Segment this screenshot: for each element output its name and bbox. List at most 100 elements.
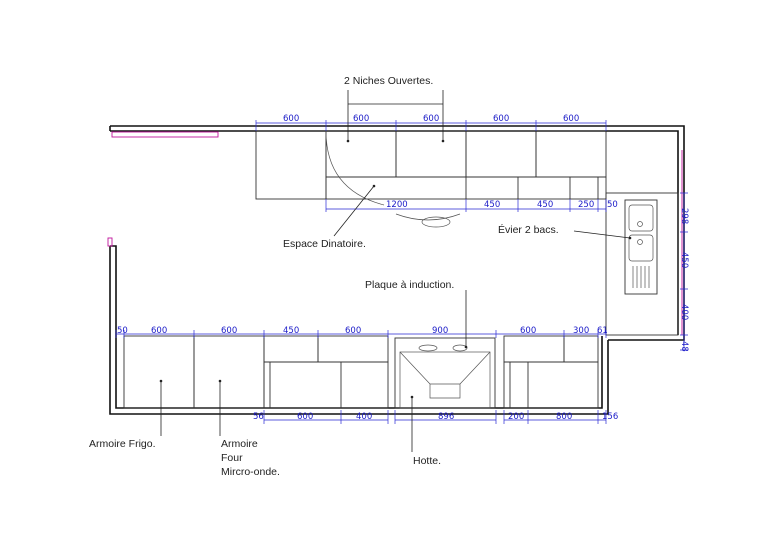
dim-top-upper-1: 600 bbox=[283, 114, 299, 124]
leader-evier-dot bbox=[628, 236, 632, 240]
label-armoire-four-line1: Armoire bbox=[221, 438, 258, 450]
dim-bottom-lower-4: 896 bbox=[438, 412, 454, 422]
dim-bottom-upper-7: 600 bbox=[520, 326, 536, 336]
dimension-text: 600 600 600 600 600 1200 450 450 250 50 … bbox=[117, 114, 689, 422]
dim-top-lower-1: 1200 bbox=[386, 200, 408, 210]
leader-plaque-dot bbox=[464, 345, 468, 349]
armoire-four-cabinet bbox=[193, 335, 265, 409]
cabinet-top-1 bbox=[255, 130, 327, 200]
dining-seat bbox=[421, 216, 451, 228]
sink-bowl-1 bbox=[628, 204, 654, 232]
top-cabinets bbox=[255, 130, 607, 228]
dim-right-2: 450 bbox=[679, 252, 689, 268]
window-left-stub bbox=[107, 237, 113, 247]
dim-right-1: 298 bbox=[679, 208, 689, 224]
armoire-frigo-cabinet bbox=[123, 335, 195, 409]
dim-bottom-upper-4: 450 bbox=[283, 326, 299, 336]
leader-espace-dot bbox=[372, 184, 376, 188]
label-hotte: Hotte. bbox=[413, 455, 441, 467]
dim-right-3: 400 bbox=[679, 304, 689, 320]
leader-niches-dot-2 bbox=[441, 139, 445, 143]
label-armoire-four-line3: Mircro-onde. bbox=[221, 466, 280, 478]
leader-evier bbox=[573, 230, 631, 239]
hotte-diagonals bbox=[399, 351, 491, 399]
label-armoire-four-line2: Four bbox=[221, 452, 243, 464]
dimension-lines bbox=[115, 120, 688, 424]
sink-bowl-2 bbox=[628, 234, 654, 262]
dim-line-bottom-upper bbox=[115, 330, 607, 338]
dim-top-lower-5: 50 bbox=[607, 200, 618, 210]
dim-line-top-upper bbox=[255, 120, 607, 131]
left-wall-cap bbox=[110, 245, 117, 250]
dim-bottom-lower-6: 800 bbox=[556, 412, 572, 422]
plaque-ring-2 bbox=[452, 344, 468, 352]
leader-espace bbox=[333, 185, 375, 237]
label-armoire-frigo: Armoire Frigo. bbox=[89, 438, 156, 450]
dim-top-upper-3: 600 bbox=[423, 114, 439, 124]
sink-run bbox=[605, 192, 679, 336]
dim-bottom-lower-3: 400 bbox=[356, 412, 372, 422]
leader-frigo-dot bbox=[159, 379, 163, 383]
cabinet-bottom-3 bbox=[263, 335, 319, 363]
dim-top-lower-4: 250 bbox=[578, 200, 594, 210]
dim-bottom-lower-2: 600 bbox=[297, 412, 313, 422]
cabinet-bottom-9-divider bbox=[509, 362, 529, 408]
dim-bottom-lower-7: 156 bbox=[602, 412, 618, 422]
cabinet-top-2 bbox=[325, 130, 397, 178]
plaque-ring-1 bbox=[418, 344, 438, 352]
dim-bottom-lower-5: 200 bbox=[508, 412, 524, 422]
dim-bottom-upper-8: 300 bbox=[573, 326, 589, 336]
sink-unit bbox=[624, 199, 658, 295]
dim-top-upper-2: 600 bbox=[353, 114, 369, 124]
leader-niches bbox=[347, 90, 444, 140]
sink-drain-1 bbox=[637, 221, 643, 227]
cabinet-top-5 bbox=[535, 130, 607, 178]
dim-top-lower-2: 450 bbox=[484, 200, 500, 210]
dim-bottom-upper-1: 50 bbox=[117, 326, 128, 336]
cabinet-top-3 bbox=[395, 130, 467, 178]
dim-line-top-lower bbox=[325, 199, 607, 212]
left-wall bbox=[109, 246, 609, 415]
bottom-cabinets bbox=[123, 335, 599, 409]
cabinet-bottom-9 bbox=[503, 361, 599, 409]
annotation-leaders bbox=[159, 90, 632, 452]
sink-drain-2 bbox=[637, 239, 643, 245]
cabinet-bottom-7 bbox=[503, 335, 565, 363]
dim-line-bottom-lower bbox=[263, 410, 607, 424]
top-wall bbox=[110, 125, 685, 341]
sink-drainboard bbox=[632, 266, 650, 288]
dim-bottom-upper-2: 600 bbox=[151, 326, 167, 336]
label-plaque: Plaque à induction. bbox=[365, 279, 454, 291]
cabinet-bottom-8 bbox=[563, 335, 599, 363]
cabinet-bottom-5 bbox=[263, 361, 389, 409]
dim-line-right bbox=[680, 192, 688, 351]
label-niches: 2 Niches Ouvertes. bbox=[344, 75, 433, 87]
dim-bottom-lower-1: 56 bbox=[253, 412, 264, 422]
dim-top-upper-5: 600 bbox=[563, 114, 579, 124]
leader-niches-dot-1 bbox=[346, 139, 350, 143]
dim-top-upper-4: 600 bbox=[493, 114, 509, 124]
window-top-left bbox=[111, 131, 219, 138]
induction-cabinet bbox=[394, 337, 496, 409]
dim-bottom-upper-5: 600 bbox=[345, 326, 361, 336]
cabinet-bottom-5-divider bbox=[269, 362, 342, 408]
annotation-labels: 2 Niches Ouvertes. Espace Dinatoire. Évi… bbox=[89, 75, 559, 478]
hotte-frame bbox=[399, 351, 491, 409]
label-evier: Évier 2 bacs. bbox=[498, 223, 559, 236]
cabinet-bottom-4 bbox=[317, 335, 389, 363]
cabinet-top-4 bbox=[465, 130, 537, 178]
leader-hotte-dot bbox=[410, 395, 414, 399]
dim-bottom-upper-6: 900 bbox=[432, 326, 448, 336]
dim-bottom-upper-3: 600 bbox=[221, 326, 237, 336]
sink-counter bbox=[605, 192, 679, 336]
label-espace: Espace Dinatoire. bbox=[283, 238, 366, 250]
dim-right-4: 48 bbox=[679, 341, 689, 352]
dim-top-lower-3: 450 bbox=[537, 200, 553, 210]
leader-four-dot bbox=[218, 379, 222, 383]
counter-dividers bbox=[465, 177, 599, 199]
door-swing-arc bbox=[325, 130, 385, 206]
dim-bottom-upper-9: 61 bbox=[597, 326, 608, 336]
dining-table bbox=[395, 213, 461, 221]
